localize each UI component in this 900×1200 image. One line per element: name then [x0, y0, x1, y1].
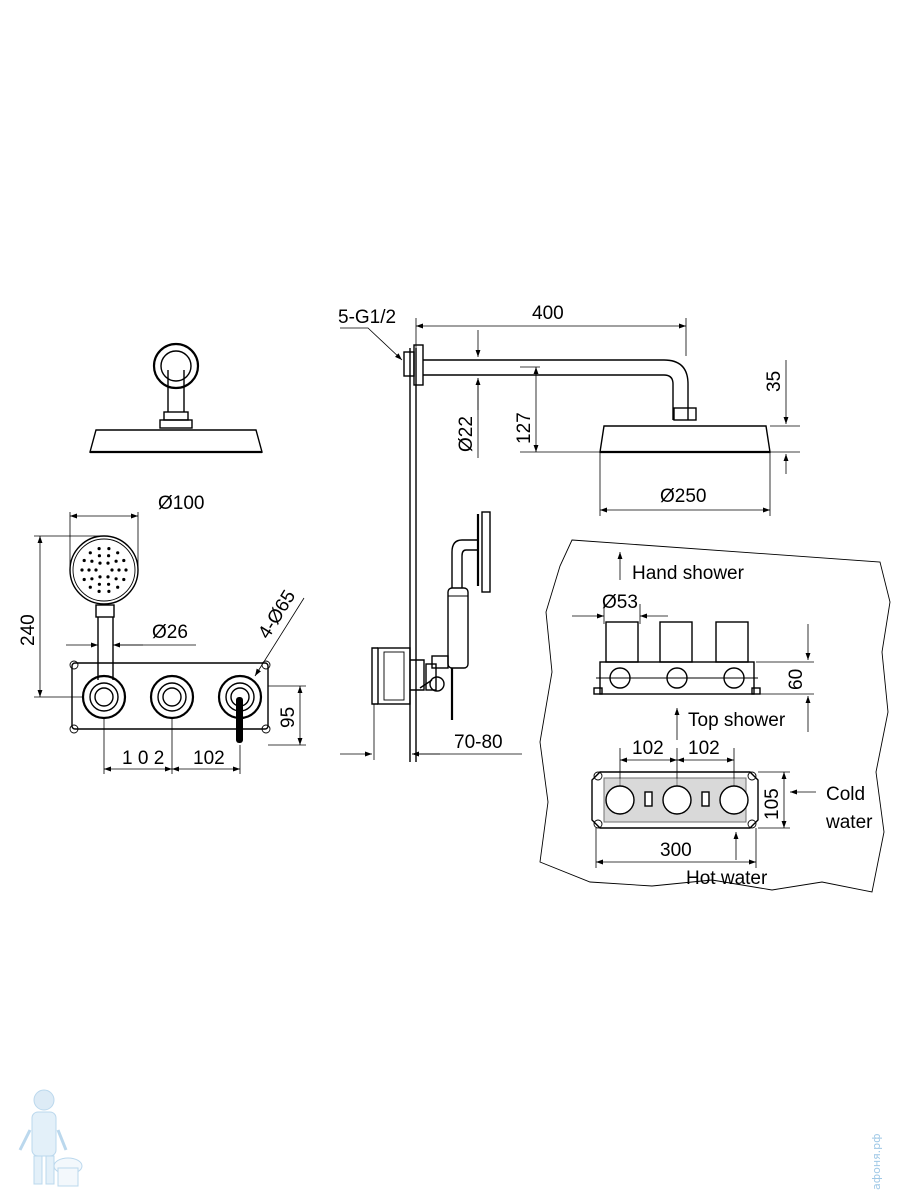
label-hot-water: Hot water — [686, 868, 768, 889]
dim-spacing-right: 102 — [193, 748, 225, 769]
dim-body-height: 105 — [762, 788, 783, 820]
dim-body-spacing-2: 102 — [688, 738, 720, 759]
nozzle-dot — [106, 561, 110, 565]
nozzle-dot — [110, 568, 114, 572]
nozzle-dot — [107, 554, 111, 558]
nozzle-dot — [88, 585, 92, 589]
label-top-shower: Top shower — [688, 710, 786, 731]
valve-body-detail: Hand shower Ø53 60 Top shower — [539, 539, 891, 893]
label-hand-shower: Hand shower — [632, 563, 745, 584]
nozzle-dot — [97, 547, 101, 551]
nozzle-dot — [82, 558, 86, 563]
nozzle-dot — [87, 568, 91, 572]
label-cold-water-2: water — [825, 812, 873, 833]
nozzle-dot — [116, 551, 120, 555]
nozzle-dot — [80, 568, 84, 572]
nozzle-dot — [107, 547, 111, 551]
nozzle-dot — [107, 589, 111, 594]
nozzle-dot — [98, 561, 102, 565]
hand-shower-nozzles — [80, 547, 128, 594]
dim-body-spacing-1: 102 — [632, 738, 664, 759]
dim-valve-height: 60 — [786, 669, 807, 690]
front-view-top-shower — [89, 342, 263, 454]
watermark-text: афоня.рф — [870, 1133, 883, 1190]
dim-inlet: 5-G1/2 — [338, 307, 396, 328]
nozzle-dot — [122, 577, 126, 582]
dim-pipe-diameter: Ø22 — [456, 416, 477, 452]
dim-drop-height: 127 — [514, 412, 535, 444]
dim-hand-pipe-diameter: Ø26 — [152, 622, 188, 643]
nozzle-dot — [90, 559, 94, 563]
dim-valve-diameter: Ø53 — [602, 592, 638, 613]
nozzle-dot — [107, 582, 111, 586]
front-view-hand-shower: Ø100 240 Ø26 4-Ø65 95 1 0 2 102 — [18, 493, 306, 774]
nozzle-dot — [106, 575, 110, 579]
nozzle-dot — [124, 568, 128, 572]
dim-head-thickness: 35 — [764, 371, 785, 392]
nozzle-dot — [88, 551, 92, 555]
dim-head-diameter: Ø250 — [660, 486, 706, 507]
dim-arm-length: 400 — [532, 303, 564, 324]
nozzle-dot — [114, 559, 118, 563]
dim-body-width: 300 — [660, 840, 692, 861]
watermark-logo — [18, 1089, 83, 1187]
nozzle-dot — [82, 577, 86, 582]
nozzle-dot — [114, 577, 118, 581]
dim-plate-height: 95 — [278, 707, 299, 728]
dim-hand-head-diameter: Ø100 — [158, 493, 204, 514]
nozzle-dot — [122, 558, 126, 563]
nozzle-dot — [97, 554, 101, 558]
nozzle-dot — [97, 589, 101, 594]
nozzle-dot — [116, 585, 120, 589]
side-view: 5-G1/2 400 Ø22 127 35 Ø250 70-80 — [338, 303, 800, 762]
dim-wall-depth: 70-80 — [454, 732, 503, 753]
nozzle-dot — [90, 577, 94, 581]
dim-spacing-left: 1 0 2 — [122, 748, 164, 769]
nozzle-dot — [97, 582, 101, 586]
label-cold-water-1: Cold — [826, 784, 865, 805]
nozzle-dot — [98, 575, 102, 579]
nozzle-dot — [117, 568, 121, 572]
nozzle-dot — [94, 568, 98, 572]
dim-hand-total-height: 240 — [18, 614, 39, 646]
